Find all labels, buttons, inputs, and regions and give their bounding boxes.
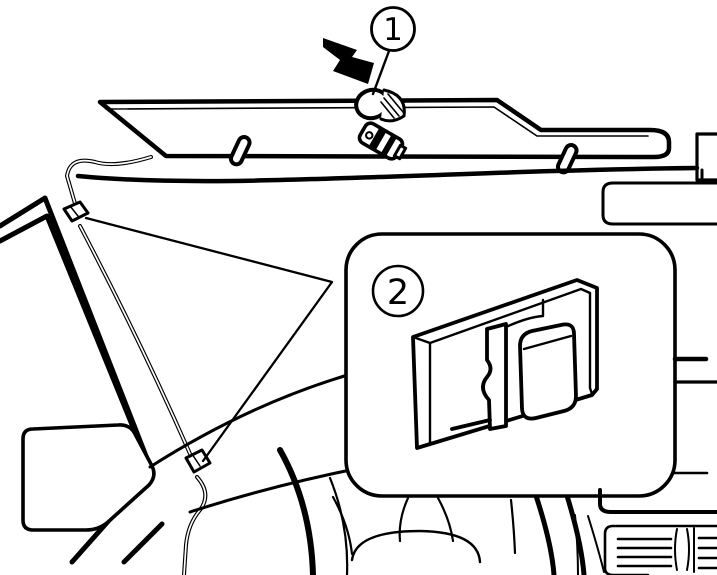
callout-2-leaders (84, 216, 334, 463)
side-mirror (21, 423, 156, 532)
pointer-arrow-icon (323, 38, 374, 84)
hose-clip-lower (184, 448, 212, 474)
callout-1-label: 1 (383, 12, 403, 48)
body-lines-right-of-box (672, 356, 717, 475)
hood-grommet-assembly (354, 87, 408, 161)
callout-2-circle (371, 264, 425, 318)
dashboard-lines (148, 368, 367, 514)
hose-clip-detail (411, 278, 599, 450)
hood-hook-clip-left (228, 135, 252, 167)
washer-hose (65, 155, 208, 575)
cowl-lines (75, 132, 717, 226)
clip-wire-tail (450, 418, 492, 431)
hose-clip-upper (62, 200, 90, 223)
callout-1: 1 (323, 6, 416, 96)
clip-body (518, 322, 578, 421)
callout-2-label: 2 (387, 273, 409, 313)
dashboard-vents (574, 488, 717, 575)
callout-2: 2 (371, 264, 425, 318)
grommet-fan (379, 88, 406, 123)
washer-nozzle (357, 121, 408, 161)
callout-1-circle (370, 6, 416, 52)
wiper-arm-line (121, 521, 165, 565)
clip-wire (481, 322, 508, 431)
callout-1-leader (371, 49, 391, 96)
